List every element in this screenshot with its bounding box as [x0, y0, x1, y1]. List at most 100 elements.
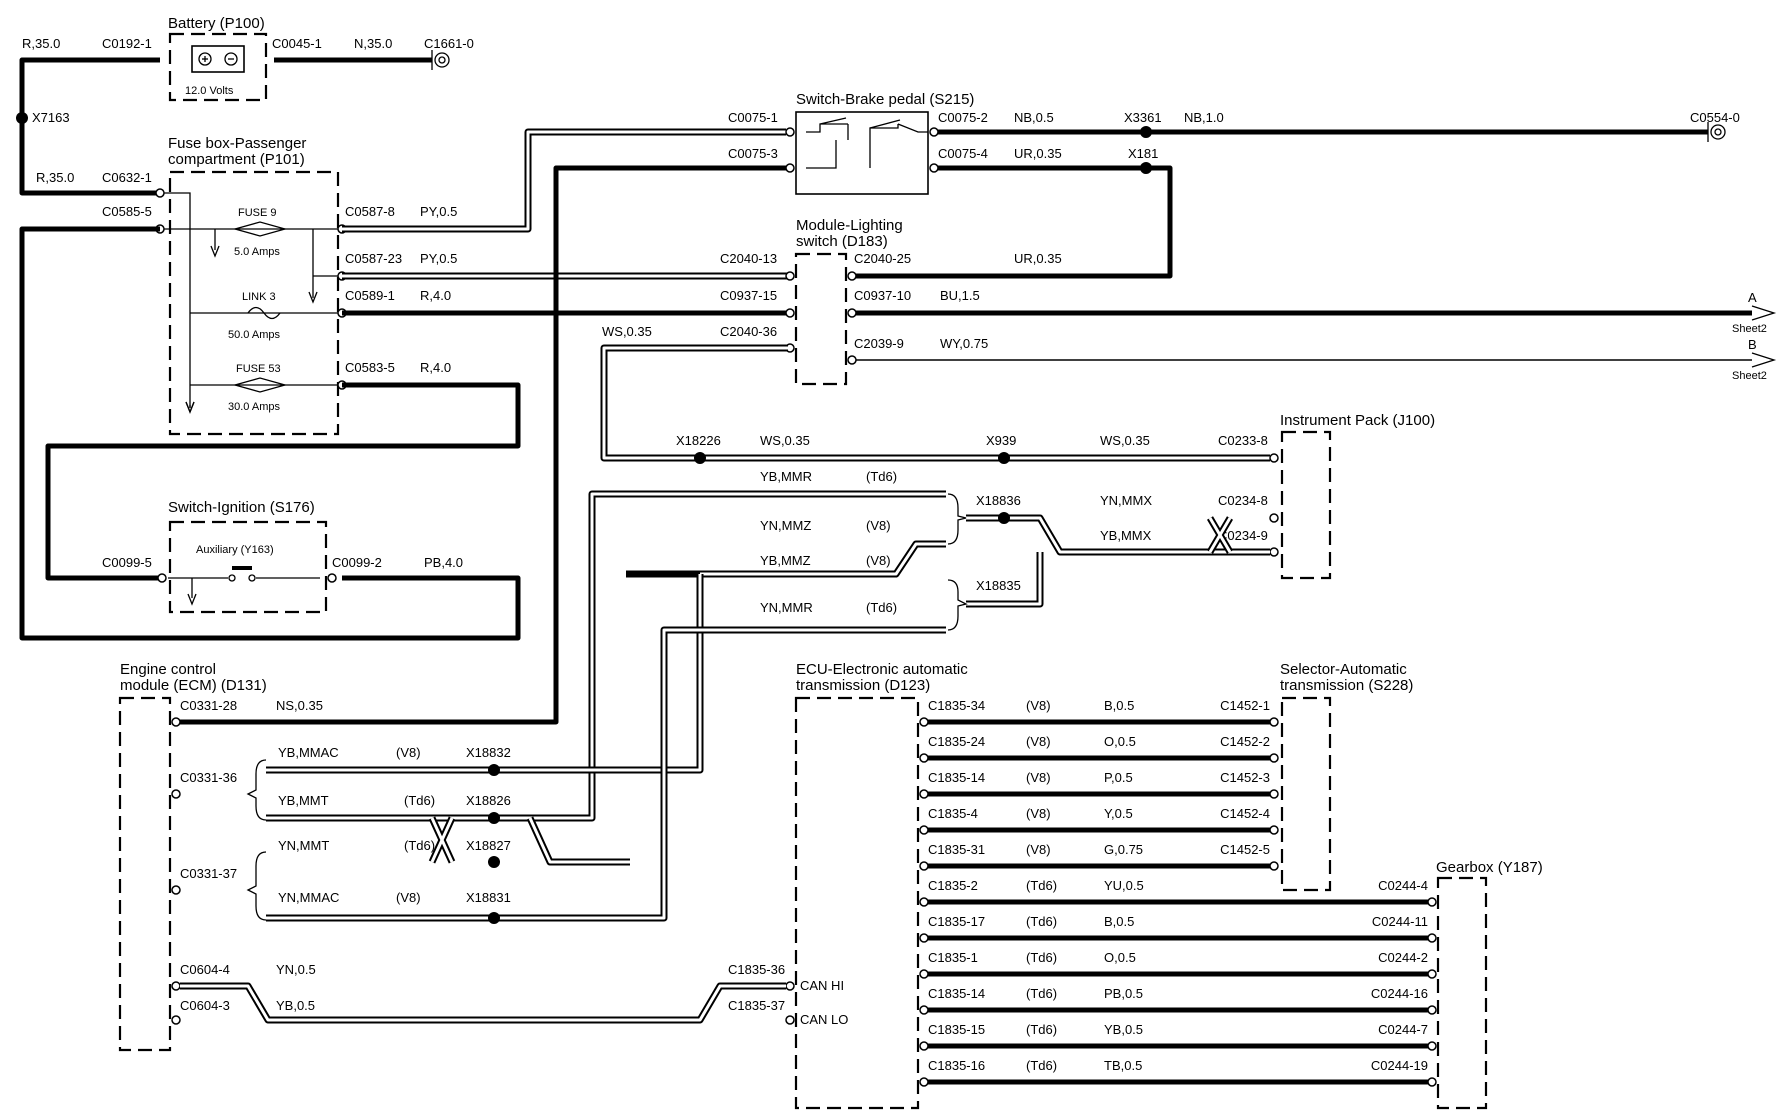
brake-switch: Switch-Brake pedal (S215) — [795, 91, 974, 195]
splice-x181 — [1140, 162, 1152, 174]
wire-label: O,0.5 — [1104, 950, 1136, 965]
wire-label: Y,0.5 — [1104, 806, 1133, 821]
splice-label: X18836 — [976, 493, 1021, 508]
sheet-arrow-a: A Sheet2 — [1732, 290, 1777, 335]
wire-label: YB,0.5 — [1104, 1022, 1143, 1037]
wire-label: PB,0.5 — [1104, 986, 1143, 1001]
connector-label: C2040-25 — [854, 251, 911, 266]
variant-label: (V8) — [1026, 806, 1051, 821]
pin — [1427, 1005, 1437, 1015]
ground-icon — [1707, 122, 1726, 142]
battery-volts: 12.0 Volts — [185, 85, 234, 97]
fuse-box-title-2: compartment (P101) — [168, 151, 305, 168]
connector-label: C0244-19 — [1371, 1058, 1428, 1073]
splice-label: X939 — [986, 433, 1016, 448]
connector-label: C0244-16 — [1371, 986, 1428, 1001]
pin — [919, 1005, 929, 1015]
gearbox: Gearbox (Y187) — [1436, 859, 1543, 1110]
can-pair — [180, 982, 786, 1024]
ecu-title-1: ECU-Electronic automatic — [796, 661, 968, 678]
connector-label: C0331-36 — [180, 770, 237, 785]
pin — [919, 753, 929, 763]
wire-label: (Td6) — [404, 838, 435, 853]
pin — [919, 789, 929, 799]
connector-label: C0587-8 — [345, 204, 395, 219]
pin — [919, 825, 929, 835]
wire-label: YN,MMR — [760, 600, 813, 615]
wire-label: R,35.0 — [36, 170, 74, 185]
pin — [919, 897, 929, 907]
pin — [1427, 1077, 1437, 1087]
wire-label: R,4.0 — [420, 360, 451, 375]
connector-label: C0604-4 — [180, 962, 230, 977]
ecm-title-2: module (ECM) (D131) — [120, 677, 267, 694]
pin — [919, 861, 929, 871]
connector-label: C1835-14 — [928, 986, 985, 1001]
variant-label: (Td6) — [1026, 878, 1057, 893]
fuse53-label: FUSE 53 — [236, 363, 281, 375]
wire-label: (V8) — [396, 745, 421, 760]
splice-x18831 — [488, 912, 500, 924]
splice-label: X18835 — [976, 578, 1021, 593]
pin — [1269, 717, 1279, 727]
fuse53-amps: 30.0 Amps — [228, 401, 280, 413]
fuse9-label: FUSE 9 — [238, 207, 277, 219]
wire-label: YN,0.5 — [276, 962, 316, 977]
connector-label: C0075-4 — [938, 146, 988, 161]
connector-label: C1835-34 — [928, 698, 985, 713]
splice-x18832 — [488, 764, 500, 776]
pin — [1427, 897, 1437, 907]
can-lo-label: CAN LO — [800, 1012, 848, 1027]
wire-label: (V8) — [396, 890, 421, 905]
pin — [919, 717, 929, 727]
wire-label: (Td6) — [404, 793, 435, 808]
pin — [1427, 933, 1437, 943]
variant-label: (V8) — [1026, 734, 1051, 749]
connector-label: C0244-7 — [1378, 1022, 1428, 1037]
splice-x18226 — [694, 452, 706, 464]
wire-ignition-out — [19, 226, 521, 641]
connector-label: C1452-5 — [1220, 842, 1270, 857]
wire-label: N,35.0 — [354, 36, 392, 51]
pin — [1427, 1041, 1437, 1051]
wire-label: WY,0.75 — [940, 336, 988, 351]
can-hi-label: CAN HI — [800, 978, 844, 993]
wire-label: YB,0.5 — [276, 998, 315, 1013]
instrument-pack: Instrument Pack (J100) — [1280, 412, 1435, 580]
wire-ignition-in — [45, 382, 521, 581]
pin — [919, 933, 929, 943]
wire-label: R,4.0 — [420, 288, 451, 303]
wire-label: NS,0.35 — [276, 698, 323, 713]
pin — [919, 1041, 929, 1051]
connector-label: C0331-28 — [180, 698, 237, 713]
wire-label: WS,0.35 — [1100, 433, 1150, 448]
connector-label: C0587-23 — [345, 251, 402, 266]
connector-label: C0244-4 — [1378, 878, 1428, 893]
splice-label: X18226 — [676, 433, 721, 448]
variant-label: (Td6) — [1026, 986, 1057, 1001]
connector-label: C0331-37 — [180, 866, 237, 881]
splice-x7163 — [16, 112, 28, 124]
connector-label: C1835-37 — [728, 998, 785, 1013]
wire-label: B,0.5 — [1104, 914, 1134, 929]
pin — [1269, 825, 1279, 835]
splice-label: X181 — [1128, 146, 1158, 161]
connector-label: C1452-4 — [1220, 806, 1270, 821]
link3-label: LINK 3 — [242, 291, 276, 303]
ignition-title: Switch-Ignition (S176) — [168, 499, 315, 516]
splice-label: X18827 — [466, 838, 511, 853]
wire-label: YB,MMAC — [278, 745, 339, 760]
wire-r35 — [19, 57, 160, 196]
gearbox-title: Gearbox (Y187) — [1436, 859, 1543, 876]
connector-label: C0075-3 — [728, 146, 778, 161]
connector-label: C1452-3 — [1220, 770, 1270, 785]
variant-label: (V8) — [1026, 770, 1051, 785]
